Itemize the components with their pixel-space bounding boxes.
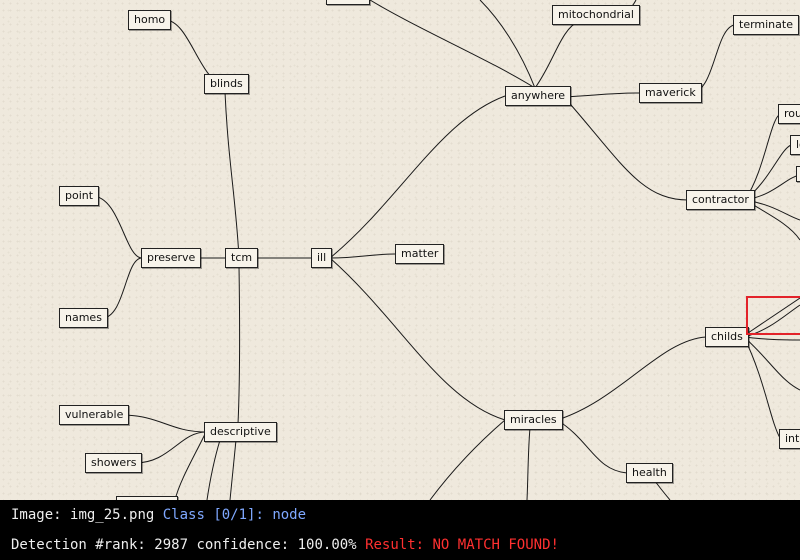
status-line-detection: Detection #rank: 2987 confidence: 100.00… [11,537,559,553]
edge-health-down [654,480,671,500]
rank-value: 2987 [154,537,189,553]
node-childs[interactable]: childs [705,327,749,347]
node-showers[interactable]: showers [85,453,143,473]
edge-vulnerable-descriptive [120,414,207,433]
node-blinds[interactable]: blinds [204,74,249,94]
node-preserve[interactable]: preserve [141,248,202,268]
edge-point-preserve [91,195,143,259]
node-homo[interactable]: homo [128,10,172,30]
edge-descriptive-down1 [174,431,207,500]
node-point[interactable]: point [59,186,100,206]
edge-miracles-down1 [526,427,531,500]
confidence-label: confidence: [196,537,290,553]
edge-descriptive-down3 [229,439,237,500]
mind-map-canvas[interactable]: homo mitochondrial terminate blinds anyw… [0,0,800,500]
node-matter[interactable]: matter [395,244,445,264]
edge-miracles-health [556,419,628,474]
node-maverick[interactable]: maverick [639,83,702,103]
edge-showers-descriptive [134,431,207,464]
node-vulnerable[interactable]: vulnerable [59,405,130,425]
edge-ill-anywhere [329,95,506,259]
edge-miracles-down2 [429,419,506,500]
node-health[interactable]: health [626,463,673,483]
edge-anywhere-contractor [563,96,689,201]
edge-anywhere-up1 [479,0,536,89]
node-anywhere[interactable]: anywhere [505,86,572,106]
status-line-image: Image: img_25.png Class [0/1]: node [11,507,306,523]
node-mitochondrial[interactable]: mitochondrial [552,5,640,25]
confidence-value: 100.00% [297,537,357,553]
node-terminate[interactable]: terminate [733,15,799,35]
node-names[interactable]: names [59,308,108,328]
node-lo[interactable]: lo [790,135,800,155]
detection-label: Detection #rank: [11,537,146,553]
edge-names-preserve [101,257,143,319]
node-top-partial[interactable] [326,0,370,5]
edge-anywhere-mitochondrial [534,19,581,89]
edge-contractor-rou [744,113,781,201]
edge-childs-highlight [743,304,800,338]
node-ill[interactable]: ill [311,248,333,268]
node-tcm[interactable]: tcm [225,248,259,268]
node-miracles[interactable]: miracles [504,410,563,430]
graph-edges [91,0,800,500]
edge-descriptive-down2 [206,439,221,500]
node-bottom-partial[interactable] [116,496,178,500]
edge-tcm-descriptive [237,265,241,425]
node-contractor[interactable]: contractor [686,190,755,210]
edge-ill-matter [329,253,396,259]
edge-childs-inte [743,336,781,439]
image-name: img_25.png [70,507,155,523]
result-text: Result: NO MATCH FOUND! [365,537,559,553]
node-descriptive[interactable]: descriptive [204,422,277,442]
node-inte[interactable]: inte [779,429,800,449]
edge-anywhere-up2 [369,0,536,89]
edge-highlight-diagonal [747,297,800,334]
detection-status-bar: Image: img_25.png Class [0/1]: node Dete… [0,500,800,560]
edge-miracles-childs [556,336,707,421]
node-rou[interactable]: rou [778,104,800,124]
node-right-partial[interactable] [796,166,800,182]
edge-childs-r3 [743,336,800,391]
image-label: Image: [11,507,62,523]
edge-blinds-tcm [224,91,240,259]
edge-anywhere-maverick [563,92,641,98]
class-text: Class [0/1]: node [162,507,307,523]
edge-childs-r2 [743,336,800,341]
edge-ill-miracles [329,257,506,421]
